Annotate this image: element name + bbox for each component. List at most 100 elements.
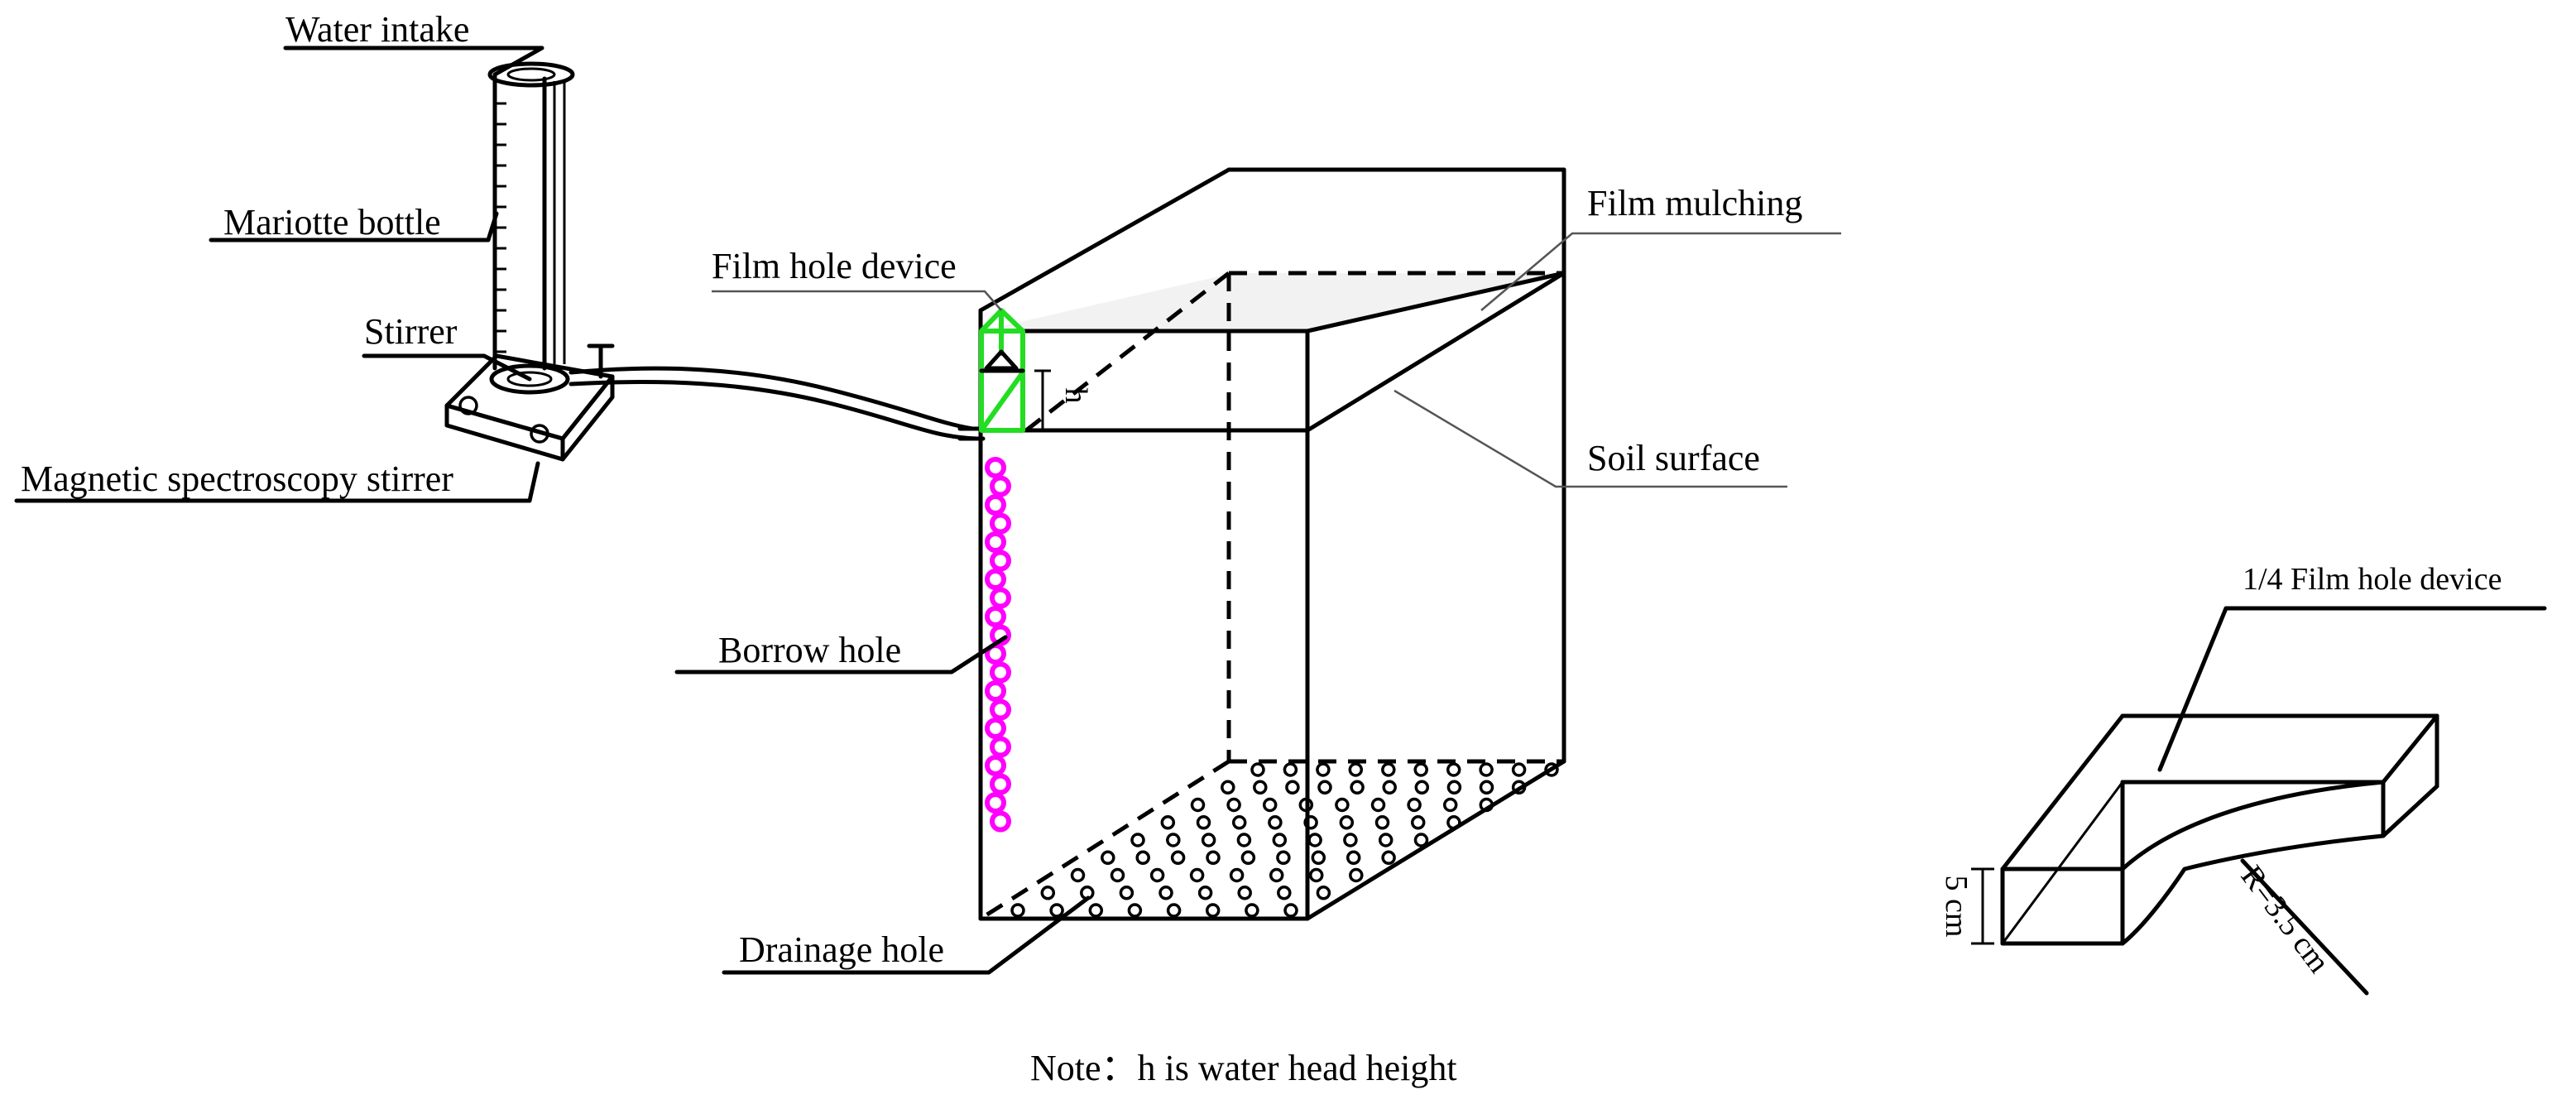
borrow-hole-circle [985,569,1006,590]
drainage-hole-circle [1350,780,1365,795]
drainage-hole-circle [1245,903,1259,918]
drainage-hole-circle [1277,886,1292,900]
height-dimension [1971,867,1994,945]
drainage-hole-circle [1196,815,1211,830]
drainage-hole-circle [1201,833,1216,847]
drainage-hole-circle [1049,903,1064,918]
drainage-hole-circle [1349,867,1364,883]
drainage-hole-circle [1307,833,1322,847]
drainage-hole-circle [1544,762,1559,777]
drainage-hole-circle [1348,762,1364,777]
graduation-marks [496,102,506,353]
drainage-hole-circle [1410,815,1426,830]
drainage-hole-circle [1442,797,1458,813]
borrow-holes [985,457,1011,833]
drainage-hole-circle [1378,833,1394,847]
drainage-hole-circle [1272,833,1288,847]
drainage-hole-circle [1158,886,1173,900]
label-film-hole-device: Film hole device [712,246,957,286]
label-film-mulching: Film mulching [1587,183,1802,223]
drainage-hole-circle [1446,780,1462,795]
drainage-hole-circle [1269,867,1284,883]
drainage-hole-circle [1311,850,1326,866]
leader-lines [14,46,2547,996]
drainage-hole-circle [1381,850,1396,866]
drainage-hole-circle [1413,833,1429,847]
borrow-hole-circle [990,475,1011,497]
borrow-hole-circle [990,661,1011,684]
drainage-hole-circle [1190,797,1206,813]
drainage-hole-circle [1446,815,1461,830]
drainage-hole-circle [1479,762,1494,777]
borrow-hole-circle [990,587,1011,609]
drainage-hole-circle [1221,780,1235,795]
drainage-hole-circle [1205,903,1221,918]
drainage-hole-circle [1511,762,1527,777]
drainage-hole-circle [1283,903,1298,918]
drainage-hole-circle [1303,815,1318,830]
drainage-hole-circle [1070,867,1086,883]
label-soil-surface: Soil surface [1587,438,1760,478]
drainage-hole-circle [1189,867,1205,883]
water-hose [568,366,986,441]
drainage-hole-circle [1262,797,1278,813]
drainage-hole-circle [1370,797,1386,813]
drainage-hole-circle [1237,886,1252,900]
drainage-hole-circle [1283,762,1298,777]
note-text: Note：h is water head height [1030,1048,1457,1088]
soil-box [978,167,1566,921]
drainage-hole-circle [1010,903,1025,918]
drainage-hole-circle [1170,850,1186,866]
quarter-film-hole-device [2000,713,2439,946]
label-radius: R=3.5 cm [2234,859,2337,979]
borrow-hole-circle [985,531,1006,553]
label-magnetic-stirrer: Magnetic spectroscopy stirrer [21,458,453,499]
drainage-hole-circle [1127,903,1143,918]
drainage-hole-circle [1374,815,1390,830]
drainage-hole-circle [1236,833,1252,847]
borrow-hole-circle [985,680,1006,702]
drainage-hole-circle [1250,762,1265,777]
borrow-hole-circle [985,457,1006,478]
drainage-hole-circle [1285,780,1300,795]
borrow-hole-circle [990,736,1011,758]
borrow-hole-circle [990,624,1011,646]
drainage-hole-circle [1197,886,1213,900]
borrow-hole-circle [990,810,1011,833]
drainage-hole-circle [1382,780,1397,795]
drainage-hole-circle [1479,797,1494,813]
label-water-intake: Water intake [285,9,469,50]
film-hole-device [979,308,1025,433]
borrow-hole-circle [985,792,1006,814]
drainage-hole-circle [1298,797,1314,813]
drainage-hole-circle [1206,850,1221,866]
borrow-hole-circle [990,512,1011,535]
drainage-hole-circle [1166,903,1182,918]
label-mariotte-bottle: Mariotte bottle [223,202,441,242]
drainage-hole-circle [1119,886,1134,900]
label-5cm: 5 cm [1939,876,1974,938]
drainage-hole-circle [1414,780,1430,795]
drainage-hole-circle [1346,850,1361,866]
drainage-hole-circle [1276,850,1291,866]
drainage-hole-circle [1381,762,1396,777]
drainage-hole-circle [1317,780,1332,795]
water-level-marker [979,349,1025,373]
magnetic-stirrer-base [444,353,615,462]
label-quarter-device: 1/4 Film hole device [2243,562,2502,597]
drainage-hole-circle [1135,850,1150,866]
borrow-hole-circle [985,606,1006,627]
drainage-hole-circle [1130,833,1145,847]
borrow-hole-circle [985,494,1006,516]
drainage-hole-circle [1413,762,1428,777]
drainage-hole-circle [1231,815,1247,830]
drainage-hole-circle [1088,903,1104,918]
film-surface [981,273,1564,331]
drainage-hole-circle [1308,867,1324,883]
drainage-hole-circle [1316,762,1331,777]
drainage-hole-circle [1316,886,1331,900]
borrow-hole-circle [985,755,1006,776]
drainage-hole-circle [1149,867,1165,883]
